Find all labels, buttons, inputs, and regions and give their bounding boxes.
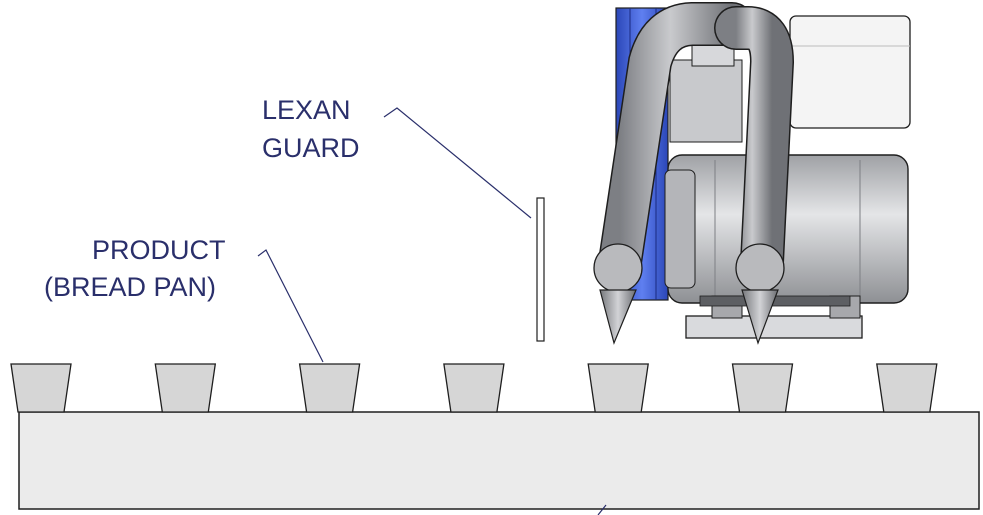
bread-pan — [298, 363, 361, 413]
lexan-guard — [536, 197, 545, 342]
product-leader-line — [257, 249, 324, 363]
product-label-line2: (BREAD PAN) — [44, 272, 216, 302]
upper-motor — [789, 15, 911, 129]
bread-pan — [587, 363, 649, 413]
bread-pan — [731, 363, 794, 413]
product-label-line1: PRODUCT — [92, 235, 226, 265]
conveyor-leader-line — [597, 504, 607, 515]
bread-pan — [443, 363, 505, 413]
left-nozzle — [599, 289, 637, 345]
blower-assembly — [593, 2, 911, 345]
lexan-label-line2: GUARD — [262, 133, 360, 163]
bread-pan — [154, 363, 217, 413]
bread-pans — [10, 363, 938, 413]
lexan-label-line1: LEXAN — [262, 95, 351, 125]
lexan-leader-line — [383, 107, 532, 219]
mounting-base — [685, 315, 863, 339]
right-elbow — [735, 243, 785, 293]
conveyor — [18, 411, 980, 510]
bread-pan — [876, 363, 938, 413]
right-nozzle — [741, 289, 779, 345]
bread-pan — [10, 363, 72, 413]
left-elbow — [593, 243, 643, 293]
